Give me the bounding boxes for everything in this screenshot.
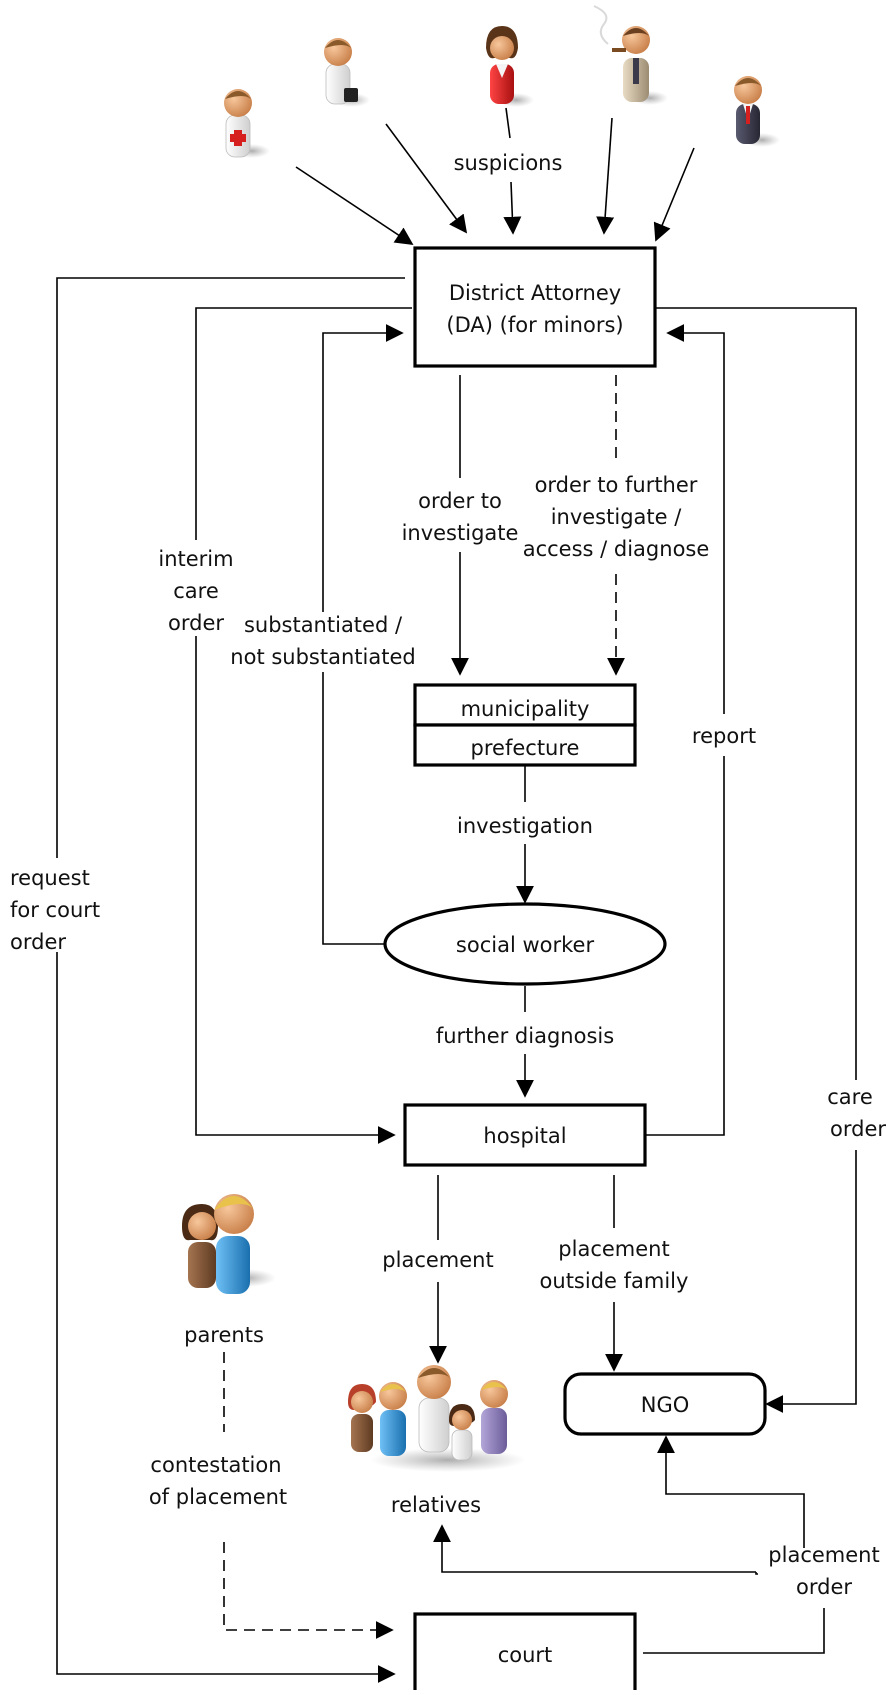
court-box [413, 1612, 637, 1695]
edge-business-da [385, 123, 468, 234]
court-label: court [498, 1643, 553, 1667]
label-order-further-3: access / diagnose [523, 537, 710, 561]
label-care-order-1: care [827, 1085, 873, 1109]
hospital-label: hospital [483, 1124, 566, 1148]
label-order: order [168, 611, 224, 635]
label-substantiated: substantiated / [244, 613, 403, 637]
label-care-order-2: order [830, 1117, 886, 1141]
da-label-line1: District Attorney [449, 281, 621, 305]
edge-report-b [666, 324, 725, 714]
edge-woman-da-b [503, 181, 522, 235]
label-report: report [692, 724, 756, 748]
edge-contestation-b [223, 1542, 394, 1639]
municipality-box [413, 683, 637, 727]
label-for-court: for court [10, 898, 100, 922]
edge-substantiated-b [322, 324, 404, 612]
edge-substantiated-a [322, 672, 385, 945]
edge-tie-da [653, 147, 695, 242]
edge-woman-da-a [505, 107, 511, 139]
hospital-box [403, 1103, 647, 1167]
label-investigate: investigate [402, 521, 519, 545]
label-placement-2: placement [558, 1237, 669, 1261]
edge-placement-order-a [643, 1608, 825, 1654]
label-placement-order-2: order [796, 1575, 852, 1599]
parents-figure [182, 1194, 276, 1294]
prefecture-label: prefecture [471, 736, 580, 760]
relatives-label: relatives [391, 1493, 481, 1517]
edge-placement-order-stub [755, 1572, 758, 1575]
edge-smoker-da [596, 117, 615, 235]
da-label-line2: (DA) (for minors) [446, 313, 623, 337]
smoking-man-figure [593, 5, 668, 105]
businessman-figure [324, 38, 370, 107]
edge-placement-order-ngo [657, 1435, 805, 1548]
label-placement-order-1: placement [768, 1543, 879, 1567]
edge-doctor-da [295, 166, 414, 245]
label-interim: interim [158, 547, 233, 571]
ngo-label: NGO [641, 1393, 690, 1417]
label-care: care [173, 579, 219, 603]
label-contestation: contestation [150, 1453, 281, 1477]
label-further-diagnosis: further diagnosis [436, 1024, 614, 1048]
relatives-figure [348, 1365, 526, 1472]
edge-request-b [56, 952, 396, 1683]
man-red-tie-figure [734, 76, 780, 147]
ngo-box [563, 1372, 767, 1436]
label-placement: placement [382, 1248, 493, 1272]
label-not-substantiated: not substantiated [230, 645, 415, 669]
label-order-further-2: investigate / [551, 505, 683, 529]
edge-request-a [56, 277, 405, 858]
edge-care-order-a [656, 307, 857, 1080]
label-order-to: order to [418, 489, 502, 513]
edge-care-order-b [765, 1150, 857, 1413]
municipality-label: municipality [461, 697, 590, 721]
edge-interim-a [195, 307, 412, 540]
edge-placement-order-relatives [433, 1524, 756, 1573]
label-suspicions: suspicions [454, 151, 563, 175]
woman-figure [486, 26, 534, 107]
edge-report-a [646, 756, 725, 1136]
social-worker-label: social worker [456, 933, 595, 957]
label-request: request [10, 866, 90, 890]
parents-label: parents [184, 1323, 264, 1347]
doctor-figure [224, 89, 270, 158]
district-attorney-box [413, 246, 657, 368]
label-request-order: order [10, 930, 66, 954]
label-order-further-1: order to further [535, 473, 698, 497]
prefecture-box [413, 723, 637, 767]
label-investigation: investigation [457, 814, 593, 838]
label-outside-family: outside family [540, 1269, 689, 1293]
edge-interim-b [195, 636, 396, 1144]
label-of-placement: of placement [149, 1485, 287, 1509]
